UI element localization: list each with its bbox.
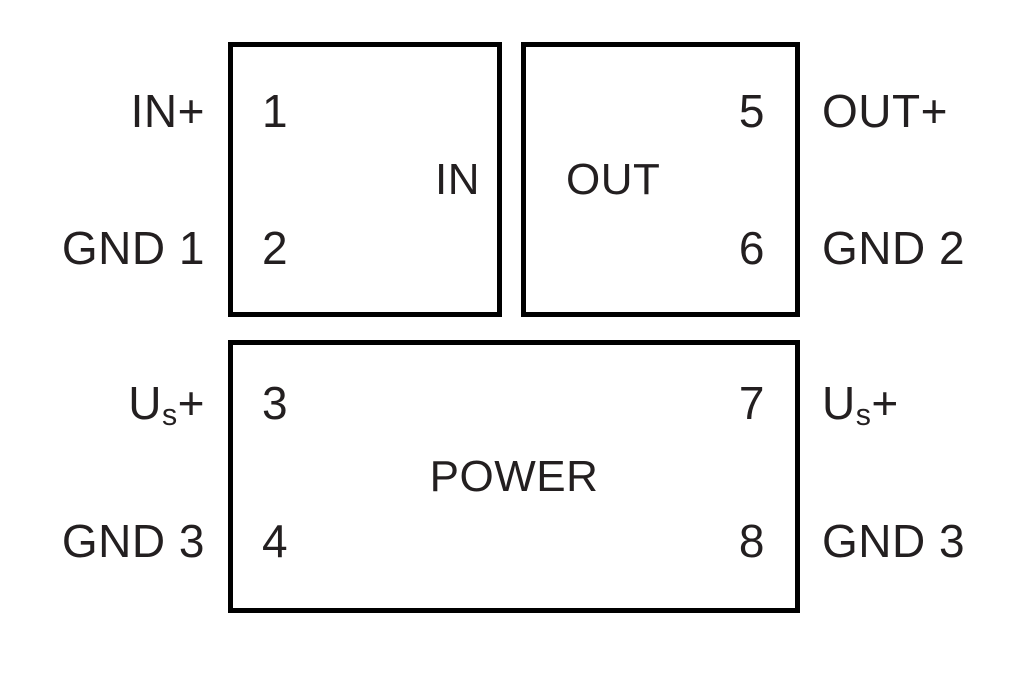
- pin-number-8: 8: [738, 515, 765, 567]
- caption-out: OUT: [566, 155, 661, 204]
- terminal-label-gnd-3-left: GND 3: [61, 515, 205, 567]
- us-plus-right-sign: +: [871, 377, 899, 429]
- us-plus-left-subscript: s: [161, 399, 178, 433]
- caption-power: POWER: [429, 452, 599, 501]
- pin-number-2: 2: [262, 222, 289, 274]
- terminal-label-in-plus: IN+: [130, 85, 205, 137]
- terminal-label-gnd-1: GND 1: [61, 222, 205, 274]
- pin-number-1: 1: [262, 85, 289, 137]
- us-plus-right-subscript: s: [855, 399, 872, 433]
- terminal-label-out-plus: OUT+: [822, 85, 948, 137]
- us-plus-left-base: U: [128, 377, 162, 429]
- us-plus-right-base: U: [822, 377, 856, 429]
- terminal-label-gnd-2: GND 2: [822, 222, 966, 274]
- block-in: [228, 42, 502, 317]
- pin-number-6: 6: [738, 222, 765, 274]
- terminal-label-us-plus-right: Us+: [822, 377, 1024, 431]
- pin-number-3: 3: [262, 377, 289, 429]
- terminal-label-gnd-3-right: GND 3: [822, 515, 966, 567]
- pin-number-7: 7: [738, 377, 765, 429]
- pin-number-4: 4: [262, 515, 289, 567]
- block-power: [228, 340, 800, 613]
- pin-number-5: 5: [738, 85, 765, 137]
- us-plus-left-sign: +: [177, 377, 205, 429]
- block-out: [521, 42, 800, 317]
- caption-in: IN: [435, 155, 480, 204]
- terminal-label-us-plus-left: Us+: [0, 377, 205, 431]
